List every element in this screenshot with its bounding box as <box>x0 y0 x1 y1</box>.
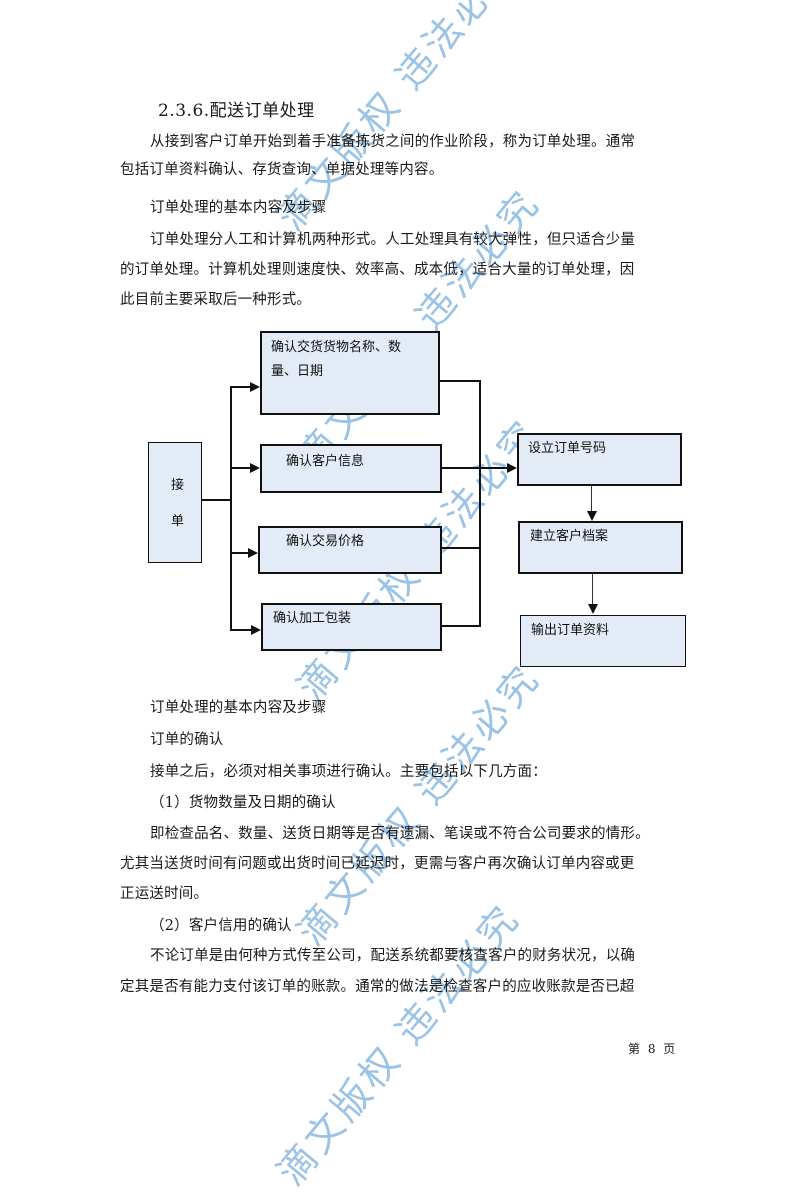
process-box-create-customer-file: 建立客户档案 <box>518 521 683 574</box>
paragraph-item1-line: 尤其当送货时间有问题或出货时间已延迟时，更需与客户再次确认订单内容或更 <box>120 856 635 872</box>
process-box-label: 建立客户档案 <box>530 529 609 544</box>
process-box-label: 输出订单资料 <box>531 623 610 638</box>
confirm-box-label: 确认加工包装 <box>273 611 352 626</box>
arrow-right-icon <box>248 548 258 558</box>
paragraph-confirm-intro: 接单之后，必须对相关事项进行确认。主要包括以下几方面： <box>150 764 547 780</box>
arrow-right-icon <box>507 463 517 473</box>
arrow-right-icon <box>250 463 260 473</box>
paragraph-forms-line: 此目前主要采取后一种形式。 <box>120 292 312 308</box>
confirm-box-trade-price: 确认交易价格 <box>258 526 442 574</box>
confirm-box-label: 确认交易价格 <box>286 534 365 549</box>
paragraph-forms-line: 的订单处理。计算机处理则速度快、效率高、成本低，适合大量的订单处理，因 <box>120 262 635 278</box>
confirm-box-label: 确认客户信息 <box>286 454 365 469</box>
subheading: 订单处理的基本内容及步骤 <box>150 200 327 216</box>
watermark: 滴文版权 违法必究 <box>268 895 529 1194</box>
arrow-right-icon <box>250 382 260 392</box>
process-box-label: 设立订单号码 <box>528 441 607 456</box>
connector-line <box>230 386 232 631</box>
connector-line <box>591 486 592 512</box>
section-heading: 2.3.6.配送订单处理 <box>158 101 315 121</box>
paragraph-item2-line: 不论订单是由何种方式传至公司，配送系统都要核查客户的财务状况，以确 <box>150 948 636 964</box>
arrow-down-icon <box>587 511 597 521</box>
process-box-output-order-data: 输出订单资料 <box>520 615 686 667</box>
connector-line <box>592 574 593 605</box>
connector-line <box>230 629 251 631</box>
list-item-title: （2）客户信用的确认 <box>150 918 292 934</box>
paragraph-forms-line: 订单处理分人工和计算机两种形式。人工处理具有较大弹性，但只适合少量 <box>150 232 636 248</box>
confirm-box-processing-packaging: 确认加工包装 <box>261 603 442 651</box>
start-box-receive-order: 接 单 <box>148 442 202 563</box>
arrow-down-icon <box>588 604 598 614</box>
connector-line <box>441 625 481 627</box>
subheading: 订单的确认 <box>150 732 224 748</box>
document-page: 滴文版权 违法必究 滴文版权 违法必究 滴文版权 违法必究 滴文版权 违法必究 … <box>120 0 686 1194</box>
paragraph-item1-line: 正运送时间。 <box>120 886 209 902</box>
connector-line <box>479 380 481 627</box>
process-box-set-order-number: 设立订单号码 <box>517 433 682 486</box>
start-box-label: 接 单 <box>171 478 185 529</box>
connector-line <box>441 547 481 549</box>
connector-line <box>230 552 248 554</box>
arrow-right-icon <box>251 625 261 635</box>
list-item-title: （1）货物数量及日期的确认 <box>150 795 336 811</box>
connector-line <box>441 467 507 469</box>
subheading: 订单处理的基本内容及步骤 <box>150 700 327 716</box>
paragraph-item1-line: 即检查品名、数量、送货日期等是否有遗漏、笔误或不符合公司要求的情形。 <box>150 826 650 842</box>
page-number: 第 8 页 <box>628 1042 678 1056</box>
paragraph-item2-line: 定其是否有能力支付该订单的账款。通常的做法是检查客户的应收账款是否已超 <box>120 979 635 995</box>
connector-line <box>439 380 481 382</box>
connector-line <box>201 499 232 501</box>
confirm-box-goods-quantity-date: 确认交货货物名称、数 量、日期 <box>260 331 440 415</box>
paragraph-intro-line: 包括订单资料确认、存货查询、单据处理等内容。 <box>120 162 444 178</box>
paragraph-intro-line: 从接到客户订单开始到着手准备拣货之间的作业阶段，称为订单处理。通常 <box>150 134 636 150</box>
connector-line <box>230 467 250 469</box>
connector-line <box>230 386 250 388</box>
confirm-box-label: 确认交货货物名称、数 量、日期 <box>271 340 402 379</box>
confirm-box-customer-info: 确认客户信息 <box>260 444 442 493</box>
